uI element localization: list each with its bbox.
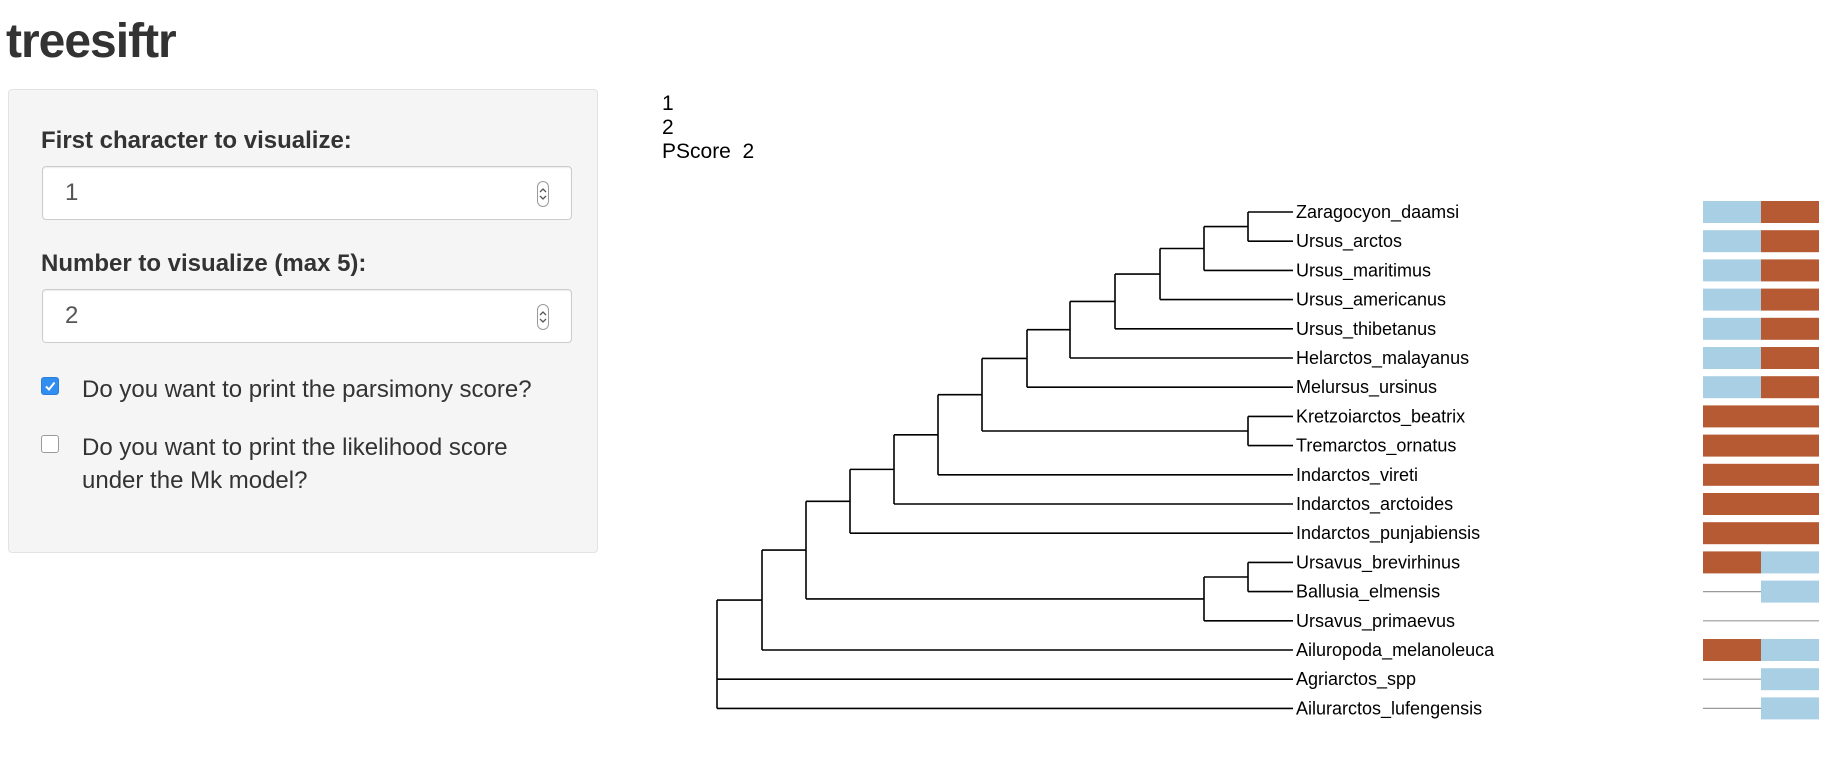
character-state-cell xyxy=(1761,493,1819,515)
pscore-line: PScore 2 xyxy=(662,140,754,164)
character-state-cell xyxy=(1703,639,1761,661)
character-state-cell xyxy=(1703,434,1761,457)
character-state-cell xyxy=(1703,288,1761,311)
likelihood-checkbox[interactable] xyxy=(41,435,59,453)
parsimony-checkbox-label: Do you want to print the parsimony score… xyxy=(82,376,532,403)
first-character-label: First character to visualize: xyxy=(41,127,352,154)
output-text: 1 2 PScore 2 xyxy=(662,92,754,164)
tip-label: Indarctos_vireti xyxy=(1296,465,1418,486)
number-to-visualize-value: 2 xyxy=(65,302,79,329)
character-state-cell xyxy=(1703,522,1761,545)
character-state-cell xyxy=(1761,376,1819,399)
tip-label: Ballusia_elmensis xyxy=(1296,582,1440,603)
sidebar-panel: First character to visualize: 1 Number t… xyxy=(8,89,598,553)
likelihood-checkbox-label: Do you want to print the likelihood scor… xyxy=(82,434,508,494)
character-state-cell xyxy=(1761,259,1819,282)
character-state-cell xyxy=(1703,463,1761,486)
tip-label: Ursavus_brevirhinus xyxy=(1296,552,1460,573)
character-state-cell xyxy=(1761,201,1819,223)
character-state-cell xyxy=(1703,201,1761,223)
number-to-visualize-label: Number to visualize (max 5): xyxy=(41,250,367,277)
parsimony-checkbox[interactable] xyxy=(41,377,59,395)
pscore-value: 2 xyxy=(742,140,755,163)
character-state-cell xyxy=(1761,405,1819,428)
character-state-cell xyxy=(1703,259,1761,282)
spinner-arrows-icon xyxy=(539,188,547,200)
character-state-cell xyxy=(1761,697,1819,720)
tip-label: Ursus_thibetanus xyxy=(1296,319,1436,340)
tip-label: Indarctos_arctoides xyxy=(1296,494,1453,515)
character-state-cell xyxy=(1703,317,1761,340)
tip-label: Zaragocyon_daamsi xyxy=(1296,202,1459,223)
tip-label: Ailurarctos_lufengensis xyxy=(1296,698,1482,719)
character-state-cell xyxy=(1761,463,1819,486)
first-character-input[interactable]: 1 xyxy=(42,166,572,220)
first-character-spinner[interactable] xyxy=(537,181,549,207)
character-state-cell xyxy=(1761,639,1819,661)
character-state-cell xyxy=(1703,551,1761,574)
character-state-cell xyxy=(1703,347,1761,369)
pscore-label: PScore xyxy=(662,140,731,163)
tip-label: Melursus_ursinus xyxy=(1296,377,1437,398)
spinner-arrows-icon xyxy=(539,311,547,323)
tip-label: Ursus_arctos xyxy=(1296,231,1402,252)
character-state-cell xyxy=(1761,522,1819,545)
character-state-cell xyxy=(1703,230,1761,253)
character-state-cell xyxy=(1761,288,1819,311)
tip-label: Agriarctos_spp xyxy=(1296,669,1416,690)
character-state-cell xyxy=(1761,668,1819,691)
output-line-2: 2 xyxy=(662,116,674,139)
tip-label: Helarctos_malayanus xyxy=(1296,348,1469,369)
number-to-visualize-input[interactable]: 2 xyxy=(42,289,572,343)
tip-label: Ursavus_primaevus xyxy=(1296,611,1455,632)
character-state-cell xyxy=(1703,376,1761,399)
character-state-cell xyxy=(1761,551,1819,574)
tip-label: Ailuropoda_melanoleuca xyxy=(1296,640,1495,661)
tip-label: Ursus_americanus xyxy=(1296,290,1446,311)
app-title: treesiftr xyxy=(6,15,177,68)
first-character-value: 1 xyxy=(65,179,79,206)
output-line-1: 1 xyxy=(662,92,674,115)
character-state-cell xyxy=(1761,580,1819,603)
tip-label: Ursus_maritimus xyxy=(1296,260,1431,281)
tip-label: Tremarctos_ornatus xyxy=(1296,436,1456,457)
number-to-visualize-spinner[interactable] xyxy=(537,304,549,330)
character-state-cell xyxy=(1703,405,1761,428)
character-state-cell xyxy=(1761,347,1819,369)
character-state-cell xyxy=(1761,317,1819,340)
tip-label: Kretzoiarctos_beatrix xyxy=(1296,406,1465,427)
character-state-cell xyxy=(1761,230,1819,253)
checkmark-icon xyxy=(45,381,56,392)
tip-label: Indarctos_punjabiensis xyxy=(1296,523,1480,544)
character-state-cell xyxy=(1761,434,1819,457)
character-state-cell xyxy=(1703,493,1761,515)
